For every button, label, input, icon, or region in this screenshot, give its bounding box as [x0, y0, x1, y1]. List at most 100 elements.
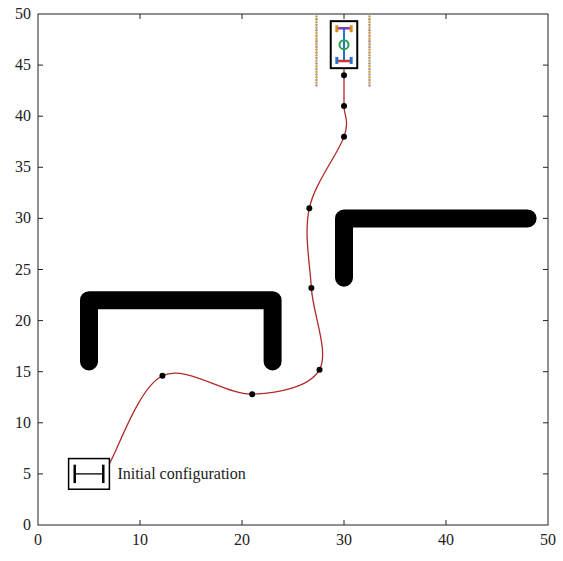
x-tick	[446, 520, 447, 525]
lane-dot	[368, 15, 371, 18]
lane-dot	[315, 84, 318, 87]
lane-dot	[315, 57, 318, 60]
lane-dot	[315, 29, 318, 32]
wheel	[335, 57, 338, 64]
y-tick	[543, 218, 548, 219]
y-tick	[543, 473, 548, 474]
lane-dot	[368, 68, 371, 71]
y-tick	[38, 218, 43, 219]
y-tick-label: 5	[23, 466, 31, 482]
y-tick	[543, 65, 548, 66]
lane-dot	[315, 79, 318, 82]
lane-dot	[368, 32, 371, 35]
lane-dot	[368, 40, 371, 43]
y-tick-label: 25	[15, 262, 31, 278]
lane-dot	[368, 26, 371, 29]
x-tick	[344, 520, 345, 525]
y-tick-label: 50	[15, 6, 31, 22]
y-tick-label: 35	[15, 159, 31, 175]
lane-dot	[315, 35, 318, 38]
y-tick	[543, 371, 548, 372]
y-tick-label: 40	[15, 108, 31, 124]
waypoint	[308, 285, 314, 291]
waypoint	[317, 367, 323, 373]
wheel	[350, 25, 353, 32]
lane-dot	[368, 65, 371, 68]
lane-dot	[368, 21, 371, 24]
x-tick	[242, 14, 243, 19]
x-tick-label: 0	[34, 532, 42, 548]
lane-dot	[368, 18, 371, 21]
lane-dot	[315, 65, 318, 68]
waypoint	[341, 103, 347, 109]
initial-axle	[75, 473, 104, 474]
y-tick-label: 10	[15, 415, 31, 431]
wheel	[335, 25, 338, 32]
lane-dot	[315, 81, 318, 84]
lane-dot	[368, 73, 371, 76]
y-tick-label: 30	[15, 210, 31, 226]
waypoint	[341, 134, 347, 140]
obstacle-l	[344, 218, 528, 277]
lane-dot	[368, 24, 371, 27]
x-tick-label: 40	[438, 532, 454, 548]
lane-dot	[368, 81, 371, 84]
y-tick	[38, 371, 43, 372]
waypoint	[341, 72, 347, 78]
lane-dot	[315, 40, 318, 43]
lane-dot	[368, 62, 371, 65]
lane-dot	[315, 26, 318, 29]
lane-dot	[315, 21, 318, 24]
obstacle-u	[89, 300, 273, 361]
axes-box	[38, 14, 548, 525]
y-tick	[38, 167, 43, 168]
lane-dot	[315, 43, 318, 46]
lane-dot	[368, 35, 371, 38]
vehicle-front	[337, 27, 351, 30]
lane-dot	[315, 37, 318, 40]
y-tick	[543, 167, 548, 168]
y-tick	[38, 422, 43, 423]
lane-dot	[368, 37, 371, 40]
y-tick-label: 45	[15, 57, 31, 73]
x-tick-label: 50	[540, 532, 556, 548]
y-tick	[543, 269, 548, 270]
y-tick	[38, 269, 43, 270]
lane-dot	[368, 51, 371, 54]
lane-dot	[368, 54, 371, 57]
lane-dot	[315, 54, 318, 57]
lane-dot	[368, 29, 371, 32]
x-tick-label: 20	[234, 532, 250, 548]
lane-dot	[368, 43, 371, 46]
y-tick	[38, 116, 43, 117]
waypoint	[159, 373, 165, 379]
x-tick	[446, 14, 447, 19]
lane-dot	[368, 48, 371, 51]
y-tick-label: 0	[23, 517, 31, 533]
lane-dot	[315, 59, 318, 62]
x-tick	[344, 14, 345, 19]
lane-dot	[368, 84, 371, 87]
y-tick	[543, 422, 548, 423]
x-tick	[140, 520, 141, 525]
initial-wheel	[102, 465, 105, 483]
vehicle-rear	[337, 60, 351, 63]
lane-dot	[315, 51, 318, 54]
y-tick-label: 15	[15, 364, 31, 380]
y-tick	[38, 473, 43, 474]
y-tick-label: 20	[15, 313, 31, 329]
lane-dot	[315, 18, 318, 21]
lane-dot	[368, 57, 371, 60]
vehicle-axle	[343, 27, 345, 62]
waypoint	[306, 205, 312, 211]
lane-dot	[368, 59, 371, 62]
x-tick-label: 30	[336, 532, 352, 548]
y-tick	[543, 320, 548, 321]
y-tick	[38, 320, 43, 321]
lane-dot	[315, 46, 318, 49]
lane-dot	[315, 48, 318, 51]
lane-dot	[368, 70, 371, 73]
y-tick	[543, 116, 548, 117]
